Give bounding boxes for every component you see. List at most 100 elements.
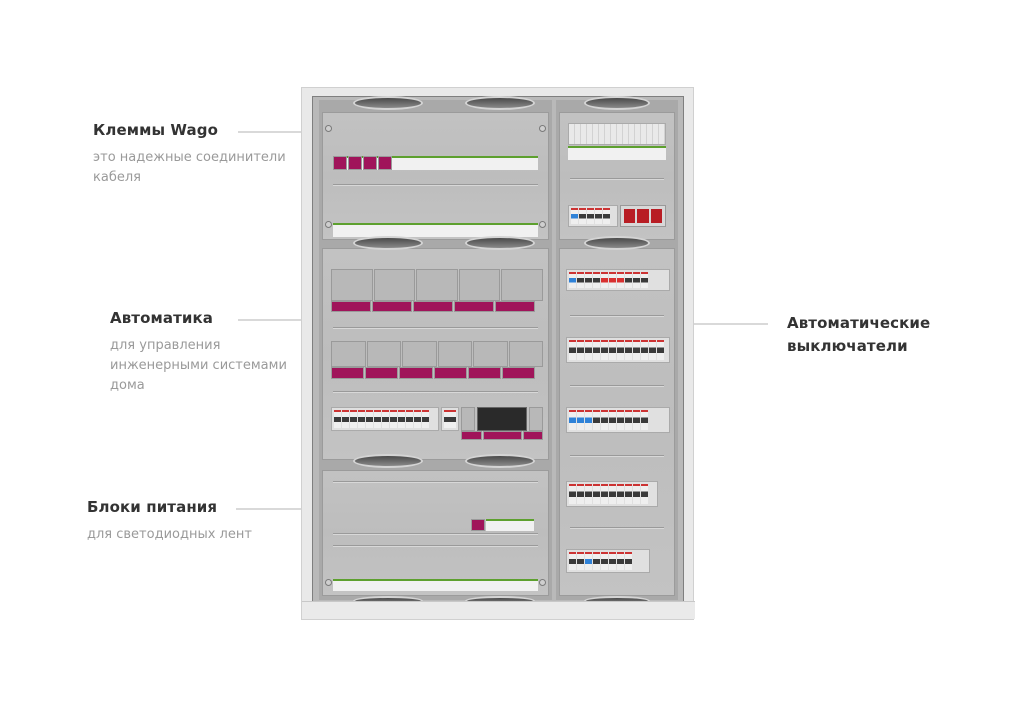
automation-module	[366, 341, 401, 367]
annotation-wago-desc-line: это надежные соединители	[93, 150, 286, 165]
meter-digit	[624, 209, 636, 223]
wago-module	[378, 156, 392, 170]
breaker	[603, 208, 610, 224]
annotation-automation-title: Автоматика	[110, 309, 213, 327]
electrical-cabinet-image	[301, 87, 695, 620]
meter-module	[461, 407, 475, 431]
breaker	[585, 272, 592, 288]
annotation-circuit-breakers-title-line: Автоматические	[787, 314, 931, 332]
handle	[353, 236, 423, 250]
breaker	[625, 340, 632, 360]
breaker	[390, 410, 397, 428]
breaker	[593, 340, 600, 360]
breaker	[649, 340, 656, 360]
breaker	[579, 208, 586, 224]
annotation-circuit-breakers-title-line: выключатели	[787, 337, 908, 355]
screw-icon	[539, 221, 546, 228]
breaker	[625, 272, 632, 288]
breaker	[625, 552, 632, 570]
breaker	[609, 340, 616, 360]
breaker	[422, 410, 429, 428]
automation-module	[373, 269, 416, 301]
breaker	[569, 484, 576, 504]
annotation-wago: Клеммы Wago это надежные соединители каб…	[93, 121, 286, 188]
breaker-row	[566, 481, 658, 507]
breaker	[593, 552, 600, 570]
breaker-row	[566, 549, 650, 573]
automation-module	[331, 269, 373, 301]
breaker-row	[566, 337, 670, 363]
controller-label	[482, 431, 522, 440]
screw-icon	[325, 125, 332, 132]
breaker	[641, 272, 648, 288]
automation-label-row	[331, 367, 536, 379]
breaker	[577, 340, 584, 360]
breaker	[585, 410, 592, 430]
panel-circuit-breakers	[559, 248, 675, 596]
screw-icon	[325, 579, 332, 586]
cover-plate	[568, 123, 666, 145]
breaker	[569, 552, 576, 570]
wago-module	[333, 156, 347, 170]
panel-input	[559, 112, 675, 240]
controller-display	[477, 407, 527, 431]
panel-wago-terminals	[322, 112, 549, 240]
automation-label	[495, 301, 535, 312]
automation-label	[454, 301, 494, 312]
automation-label	[372, 301, 412, 312]
breaker	[587, 208, 594, 224]
screw-icon	[539, 125, 546, 132]
wago-module	[348, 156, 362, 170]
breaker	[593, 410, 600, 430]
breaker	[382, 410, 389, 428]
breaker	[398, 410, 405, 428]
breaker	[585, 552, 592, 570]
breaker	[601, 484, 608, 504]
breaker	[577, 410, 584, 430]
breaker-row	[566, 269, 670, 291]
annotation-circuit-breakers: Автоматические выключатели	[787, 312, 930, 358]
automation-label	[501, 367, 536, 379]
automation-module	[458, 269, 501, 301]
breaker	[617, 410, 624, 430]
panel-automation	[322, 248, 549, 460]
handle	[584, 236, 650, 250]
annotation-power-supplies-desc-line: для светодиодных лент	[87, 527, 252, 542]
annotation-automation-description: для управления инженерными системами дом…	[110, 336, 287, 396]
breaker	[342, 410, 349, 428]
automation-label	[331, 367, 365, 379]
breaker	[593, 272, 600, 288]
handle	[465, 96, 535, 110]
breaker	[358, 410, 365, 428]
wago-terminal-strip	[333, 223, 538, 237]
automation-label	[399, 367, 433, 379]
cabinet-right-column	[556, 96, 678, 606]
breaker	[641, 340, 648, 360]
breaker	[577, 272, 584, 288]
automation-module	[437, 341, 472, 367]
breaker	[617, 552, 624, 570]
handle	[465, 454, 535, 468]
breaker	[569, 410, 576, 430]
automation-label	[433, 367, 467, 379]
breaker	[633, 340, 640, 360]
breaker	[609, 484, 616, 504]
cabinet-left-column	[319, 96, 552, 606]
controller-label	[461, 431, 482, 440]
automation-label-row	[331, 301, 535, 312]
breaker	[601, 272, 608, 288]
din-rail	[333, 481, 538, 483]
annotation-automation-desc-line: дома	[110, 378, 145, 393]
annotation-automation-desc-line: для управления	[110, 338, 221, 353]
din-rail	[570, 385, 664, 387]
wago-terminal-strip	[333, 156, 538, 170]
power-supply-label	[471, 519, 485, 531]
controller-label	[522, 431, 543, 440]
automation-module	[331, 341, 366, 367]
automation-label	[467, 367, 501, 379]
breaker	[577, 484, 584, 504]
annotation-circuit-breakers-title: Автоматические выключатели	[787, 312, 930, 358]
annotation-wago-title: Клеммы Wago	[93, 121, 219, 139]
breaker	[641, 410, 648, 430]
input-breaker-row	[568, 205, 618, 227]
